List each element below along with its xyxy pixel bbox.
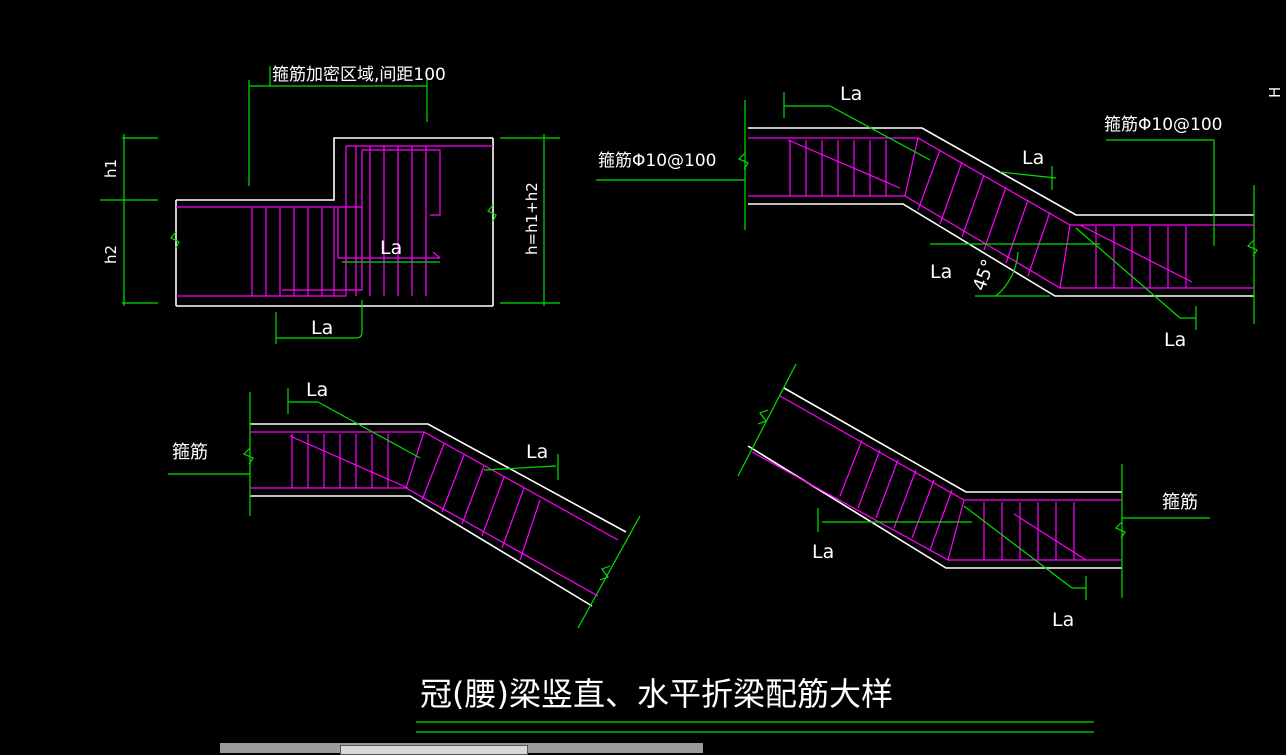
la-label-tr-4: La	[1164, 329, 1186, 351]
step-beam-outline	[175, 137, 494, 307]
la-label-br-1: La	[812, 541, 834, 563]
la-label-bl-1: La	[306, 379, 328, 401]
stirrup-label-bl: 箍筋	[172, 442, 208, 463]
detail-bent-beam-bottom-left: La La 箍筋	[168, 379, 641, 629]
drawing-title: 冠(腰)梁竖直、水平折梁配筋大样	[420, 675, 893, 713]
step-beam-rebar	[176, 145, 493, 297]
bent-beam-outline-tr	[748, 127, 1254, 297]
stirrup-spec-label-left: 箍筋Φ10@100	[598, 151, 716, 171]
h-total-label: h=h1+h2	[523, 182, 541, 255]
bent-beam-rebar-tr	[748, 137, 1254, 289]
stirrup-spec-label-right: 箍筋Φ10@100	[1104, 115, 1222, 135]
bent-beam-outline-br	[747, 387, 1122, 569]
stirrup-label-br: 箍筋	[1162, 492, 1198, 513]
bent-beam-rebar-bl	[250, 431, 619, 597]
bent-beam-rebar-br	[751, 395, 1122, 561]
drawing-title-block: 冠(腰)梁竖直、水平折梁配筋大样	[416, 675, 1094, 733]
detail-bent-beam-bottom-right: La La 箍筋	[737, 363, 1210, 631]
status-bar-field[interactable]	[340, 745, 528, 755]
h1-label: h1	[102, 159, 120, 178]
detail-bent-beam-top-right: La La La La 箍筋Φ10@100 箍筋Φ10@100 45° H	[596, 83, 1284, 351]
detail-vertical-step-beam: 箍筋加密区域,间距100 h1 h2 h=h1+h2 La La	[100, 65, 560, 344]
la-label-tr-1: La	[840, 83, 862, 105]
bent-beam-outline-bl	[250, 423, 627, 607]
stirrup-dense-zone-label: 箍筋加密区域,间距100	[272, 65, 446, 85]
la-label-br-2: La	[1052, 609, 1074, 631]
la-label-step-bottom: La	[311, 317, 333, 339]
la-label-tr-2: La	[1022, 147, 1044, 169]
la-label-bl-2: La	[526, 441, 548, 463]
status-bar	[220, 743, 703, 755]
la-label-step-inner: La	[380, 237, 402, 259]
angle-45-label: 45°	[969, 257, 1000, 294]
h2-label: h2	[102, 245, 120, 264]
la-label-tr-3: La	[930, 261, 952, 283]
h-partial-label: H	[1266, 87, 1284, 98]
